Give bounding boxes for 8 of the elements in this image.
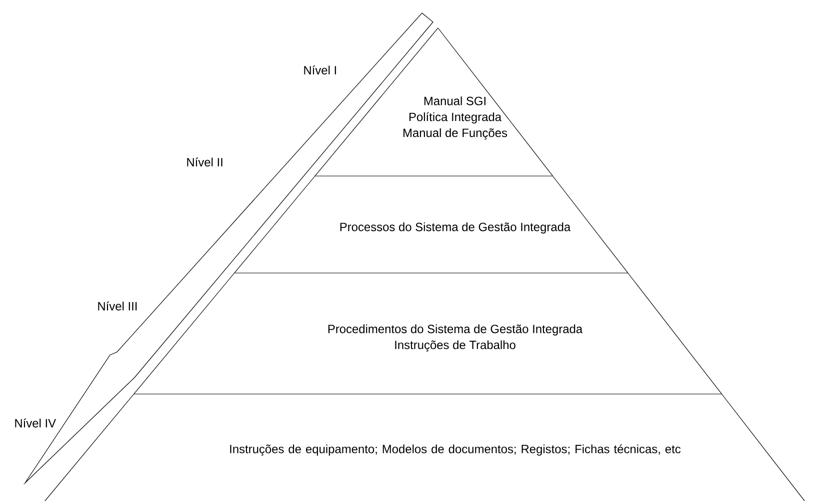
level-text: Instruções de equipamento; Modelos de documentos; Registos; Fichas técnicas, etc bbox=[230, 444, 681, 456]
level-label: Nível III bbox=[98, 302, 137, 310]
level-label: Nível II bbox=[187, 158, 222, 166]
level-text: Manual SGI Política Integrada Manual de Funções bbox=[403, 96, 508, 140]
level-text: Processos do Sistema de Gestão Integrada bbox=[340, 222, 571, 234]
level-text: Procedimentos do Sistema de Gestão Integrada Instruções de Trabalho bbox=[328, 324, 583, 352]
level-label: Nível IV bbox=[15, 418, 56, 428]
level-label: Nível I bbox=[304, 66, 336, 74]
